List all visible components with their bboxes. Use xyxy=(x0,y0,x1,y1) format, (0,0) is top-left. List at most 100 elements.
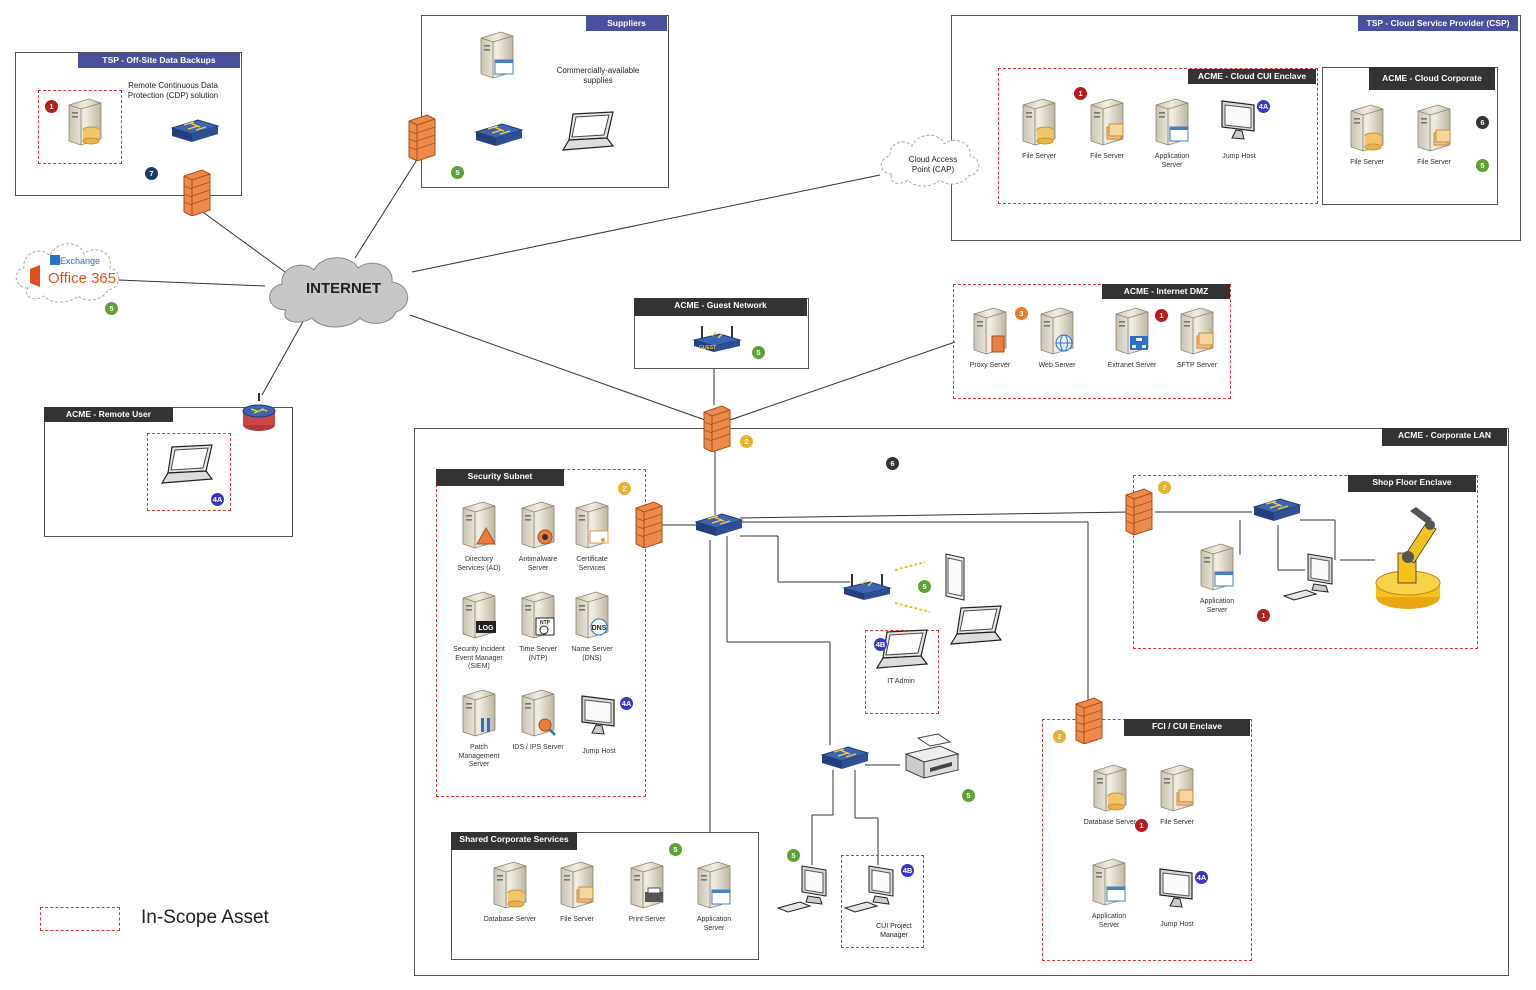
dns-server[interactable]: DNS Name Server (DNS) xyxy=(565,590,619,663)
backup-switch[interactable] xyxy=(168,116,222,151)
desktop-icon xyxy=(843,862,905,923)
application-server-icon xyxy=(1152,97,1192,152)
desktop-icon xyxy=(776,862,838,923)
ids-ips-server[interactable]: IDS / IPS Server xyxy=(511,688,565,753)
perimeter-firewall[interactable] xyxy=(700,404,732,457)
log-server-icon: LOG xyxy=(459,590,499,645)
badge-6: 6 xyxy=(886,457,899,470)
fci-db-server[interactable]: Database Server xyxy=(1083,763,1137,828)
badge-1: 1 xyxy=(1074,87,1087,100)
zone-title: TSP - Cloud Service Provider (CSP) xyxy=(1358,16,1518,31)
print-server[interactable]: Print Server xyxy=(620,860,674,925)
fci-jump-host[interactable]: Jump Host xyxy=(1150,865,1204,930)
tablet[interactable] xyxy=(940,552,970,607)
zone-corporate-lan xyxy=(414,428,1509,976)
shop-workstation[interactable] xyxy=(1282,550,1344,611)
internet-cloud[interactable] xyxy=(260,248,418,335)
antimalware-server[interactable]: Antimalware Server xyxy=(511,500,565,573)
supplier-server[interactable] xyxy=(470,30,524,85)
corp-file-server-db[interactable]: File Server xyxy=(1340,103,1394,168)
industrial-robot[interactable] xyxy=(1370,505,1446,620)
shop-app-server[interactable]: Application Server xyxy=(1190,542,1244,615)
csp-file-server[interactable]: File Server xyxy=(1080,97,1134,162)
robot-arm-icon xyxy=(1370,505,1446,620)
csp-jump-host[interactable]: Jump Host xyxy=(1212,97,1266,162)
badge-2: 2 xyxy=(1053,730,1066,743)
shop-switch[interactable] xyxy=(1250,495,1304,530)
zone-shop-floor xyxy=(1133,475,1478,649)
tablet-icon xyxy=(940,552,970,607)
cloud-access-point[interactable] xyxy=(874,128,982,195)
office-365-icon xyxy=(10,238,122,309)
wireless-laptop[interactable] xyxy=(942,604,1008,653)
security-firewall[interactable] xyxy=(632,500,664,553)
workstation[interactable] xyxy=(776,862,838,923)
corp-file-server[interactable]: File Server xyxy=(1407,103,1461,168)
file-server-icon xyxy=(1414,103,1454,158)
badge-4b: 4B xyxy=(874,638,887,651)
shop-firewall[interactable] xyxy=(1122,487,1154,540)
patch-management-server[interactable]: Patch Management Server xyxy=(452,688,506,770)
node-label: Web Server xyxy=(1038,362,1076,369)
zone-title: ACME - Cloud Corporate xyxy=(1369,67,1495,90)
remote-laptop[interactable] xyxy=(153,443,219,492)
application-server-icon xyxy=(1089,857,1129,912)
database-server-icon xyxy=(1090,763,1130,818)
fci-file-server[interactable]: File Server xyxy=(1150,763,1204,828)
zone-title: ACME - Remote User xyxy=(44,407,173,422)
fci-app-server[interactable]: Application Server xyxy=(1082,857,1136,930)
node-label: Print Server xyxy=(628,916,666,923)
in-scope-boundary xyxy=(841,855,924,948)
certificate-services[interactable]: Certificate Services xyxy=(565,500,619,573)
cdp-note: Remote Continuous Data Protection (CDP) … xyxy=(127,81,219,100)
shared-app-server[interactable]: Application Server xyxy=(687,860,741,933)
csp-app-server[interactable]: Application Server xyxy=(1145,97,1199,170)
legend-swatch xyxy=(40,907,120,931)
extranet-server[interactable]: Extranet Server xyxy=(1105,306,1159,371)
badge-6: 6 xyxy=(1476,116,1489,129)
printer-icon xyxy=(900,730,964,791)
corp-wifi-ap[interactable] xyxy=(840,570,894,609)
badge-3: 3 xyxy=(1015,307,1028,320)
access-switch[interactable] xyxy=(818,743,872,778)
shared-file-server[interactable]: File Server xyxy=(550,860,604,925)
supplier-firewall[interactable] xyxy=(405,113,437,166)
guest-wifi-ap[interactable] xyxy=(690,322,744,361)
supplier-laptop[interactable] xyxy=(555,110,619,159)
cui-project-manager-workstation[interactable] xyxy=(843,862,905,923)
csp-file-server-db[interactable]: File Server xyxy=(1012,97,1066,162)
sftp-server[interactable]: SFTP Server xyxy=(1170,306,1224,371)
supplies-note: Commercially-available supplies xyxy=(556,66,640,85)
proxy-server[interactable]: Proxy Server xyxy=(963,306,1017,371)
shared-db-server[interactable]: Database Server xyxy=(483,860,537,925)
node-label: Proxy Server xyxy=(969,362,1011,369)
badge-4a: 4A xyxy=(620,697,633,710)
database-server-icon xyxy=(1347,103,1387,158)
fci-firewall[interactable] xyxy=(1072,696,1104,749)
zone-title: ACME - Cloud CUI Enclave xyxy=(1188,69,1316,84)
web-server[interactable]: Web Server xyxy=(1030,306,1084,371)
it-admin-laptop[interactable]: IT Admin xyxy=(868,628,934,687)
node-label: Database Server xyxy=(1083,819,1137,826)
network-printer[interactable] xyxy=(900,730,964,791)
directory-services[interactable]: Directory Services (AD) xyxy=(452,500,506,573)
backup-server[interactable] xyxy=(58,97,112,152)
office-365-cloud[interactable] xyxy=(10,238,122,309)
node-label: Patch Management Server xyxy=(458,744,500,768)
file-server-icon xyxy=(1087,97,1127,152)
remote-router[interactable] xyxy=(240,391,278,440)
core-switch[interactable] xyxy=(692,510,746,545)
cloud-icon xyxy=(260,248,418,335)
zone-internet-dmz xyxy=(953,284,1231,399)
zone-fci-cui-enclave xyxy=(1042,719,1252,961)
ntp-server[interactable]: NTP Time Server (NTP) xyxy=(511,590,565,663)
firewall-icon xyxy=(405,113,437,166)
siem-server[interactable]: LOG Security Incident Event Manager (SIE… xyxy=(452,590,506,672)
node-label: Application Server xyxy=(696,916,732,932)
svg-text:LOG: LOG xyxy=(478,625,494,632)
laptop-icon xyxy=(555,110,619,159)
supplier-switch[interactable] xyxy=(472,120,526,155)
backup-firewall[interactable] xyxy=(180,168,212,221)
in-scope-boundary xyxy=(998,68,1318,204)
security-jump-host[interactable]: Jump Host xyxy=(572,692,626,757)
